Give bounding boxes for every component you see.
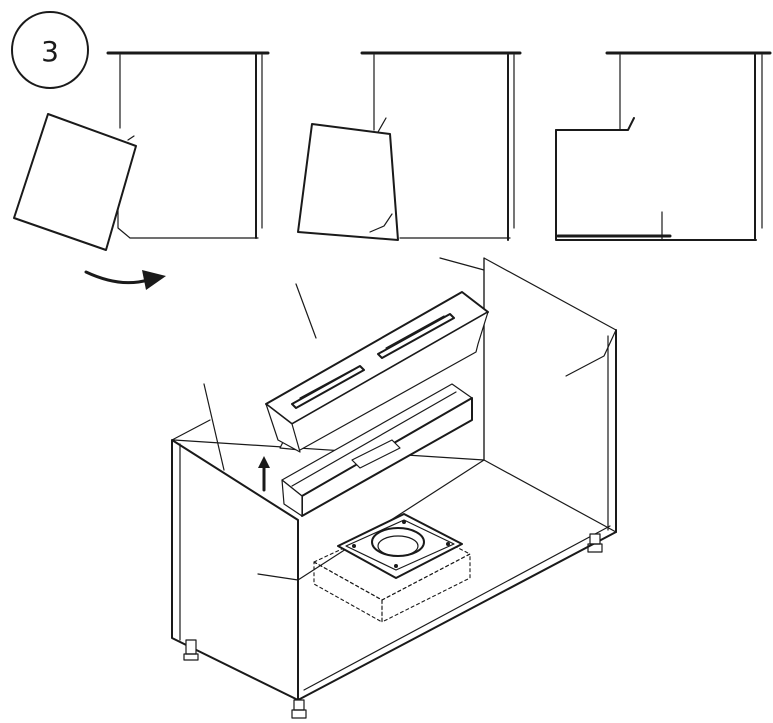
panel-2-unit-hook xyxy=(377,117,387,133)
cabinet-top-left-rail xyxy=(171,419,211,441)
leg-front-center xyxy=(293,699,305,711)
callout-line-2 xyxy=(439,257,485,271)
leg-front-left xyxy=(185,639,197,655)
curved-arrow-path xyxy=(84,270,150,285)
cabinet-floor-left-edge xyxy=(257,573,299,581)
duct-box-dashed-right xyxy=(381,553,471,623)
lower-channel-end xyxy=(281,479,303,517)
collar-screw-4 xyxy=(394,564,398,568)
callout-line-1 xyxy=(295,283,317,339)
floor-duct-box xyxy=(313,513,471,623)
panel-3-installed xyxy=(555,51,772,241)
downdraft-top-unit xyxy=(265,291,489,453)
panel-2-unit-lower-hook xyxy=(369,213,393,233)
cabinet-front-bottom-rail-inner xyxy=(303,525,611,691)
cabinet-back-right-panel xyxy=(483,257,617,533)
leg-front-center-foot xyxy=(291,709,307,719)
curved-arrow-icon xyxy=(84,270,166,290)
cabinet-front-bottom-rail xyxy=(297,531,617,701)
step-number: 3 xyxy=(41,35,59,68)
top-unit-left-grille xyxy=(291,365,365,409)
panel-2-hooked xyxy=(297,51,522,241)
downdraft-lower-channel xyxy=(281,383,473,517)
panel-3-unit-top xyxy=(555,117,635,131)
top-unit-left-face xyxy=(265,403,301,453)
lower-channel-inner-edge xyxy=(291,391,457,487)
collar-screw-1 xyxy=(352,544,356,548)
panel-3-unit-outline xyxy=(555,129,757,241)
cabinet-left-side xyxy=(171,439,299,701)
panel-1-tilt-insert xyxy=(13,51,270,290)
leg-front-right xyxy=(589,533,601,545)
arrow-up-head xyxy=(258,456,270,468)
collar-screw-2 xyxy=(402,520,406,524)
top-unit-left-grille-inner xyxy=(299,369,353,399)
top-unit-front-face xyxy=(279,311,489,451)
cabinet-top-right-rail xyxy=(565,329,617,377)
duct-box-dashed-left xyxy=(313,561,383,623)
curved-arrow-head xyxy=(142,270,166,290)
panel-2-tilted-unit xyxy=(297,123,399,241)
collar-screw-3 xyxy=(446,542,450,546)
panel-1-tilted-unit xyxy=(13,113,137,251)
leg-front-left-foot xyxy=(183,653,199,661)
duct-collar-plate-inner xyxy=(345,519,455,571)
lower-channel-port xyxy=(351,439,401,469)
top-unit-right-grille xyxy=(377,313,455,359)
step-circle xyxy=(11,11,89,89)
leg-front-right-foot xyxy=(587,543,603,553)
duct-round-collar-inner xyxy=(377,535,419,557)
step-badge: 3 xyxy=(11,11,89,89)
panel-1-unit-lip xyxy=(127,135,135,141)
base-cabinet xyxy=(171,257,617,719)
top-unit-right-grille-inner xyxy=(385,315,445,349)
panel-1-inner-outline xyxy=(117,139,259,239)
arrow-up-icon xyxy=(258,456,270,492)
cabinet-legs xyxy=(183,533,603,719)
callout-line-4 xyxy=(203,383,225,471)
